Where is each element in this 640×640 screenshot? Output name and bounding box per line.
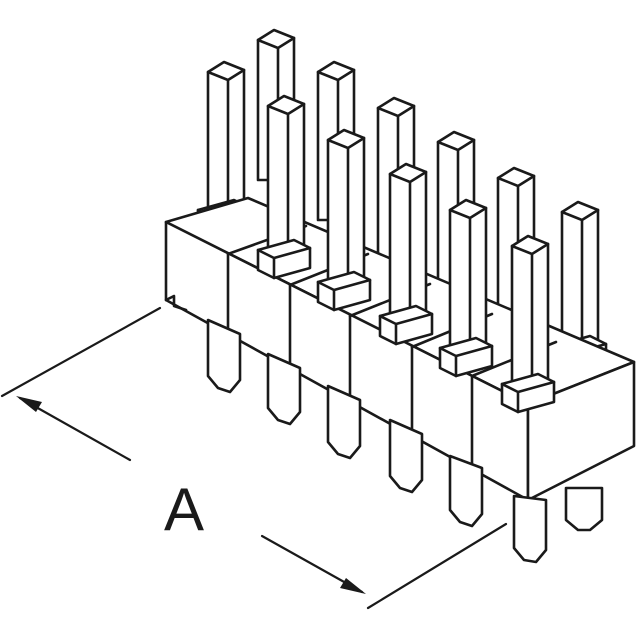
back-lower-pin-6 xyxy=(564,486,604,532)
arrowhead-left xyxy=(16,396,42,412)
front-pin-3 xyxy=(378,162,434,346)
extension-line-left xyxy=(0,306,162,398)
front-lower-pin-2 xyxy=(266,352,302,426)
front-pin-1 xyxy=(256,94,312,280)
housing-notch xyxy=(164,294,188,312)
front-pin-2 xyxy=(316,128,372,312)
front-lower-pin-6 xyxy=(512,494,548,564)
front-pin-4 xyxy=(438,198,494,378)
arrowhead-right xyxy=(340,578,366,594)
front-lower-pin-1 xyxy=(206,318,242,394)
front-lower-pin-3 xyxy=(326,384,362,460)
front-row-lower-pins xyxy=(206,318,548,564)
front-lower-pin-4 xyxy=(388,418,424,494)
back-row-lower-pins xyxy=(564,486,604,532)
dimension-a: A xyxy=(0,306,508,610)
front-row-upper-pins xyxy=(256,94,556,414)
dimension-label: A xyxy=(164,476,204,543)
front-lower-pin-5 xyxy=(448,454,484,528)
housing-segment-lines xyxy=(226,252,474,470)
dimension-line-left xyxy=(18,396,132,462)
front-pin-5 xyxy=(500,234,556,414)
extension-line-right xyxy=(366,522,508,610)
